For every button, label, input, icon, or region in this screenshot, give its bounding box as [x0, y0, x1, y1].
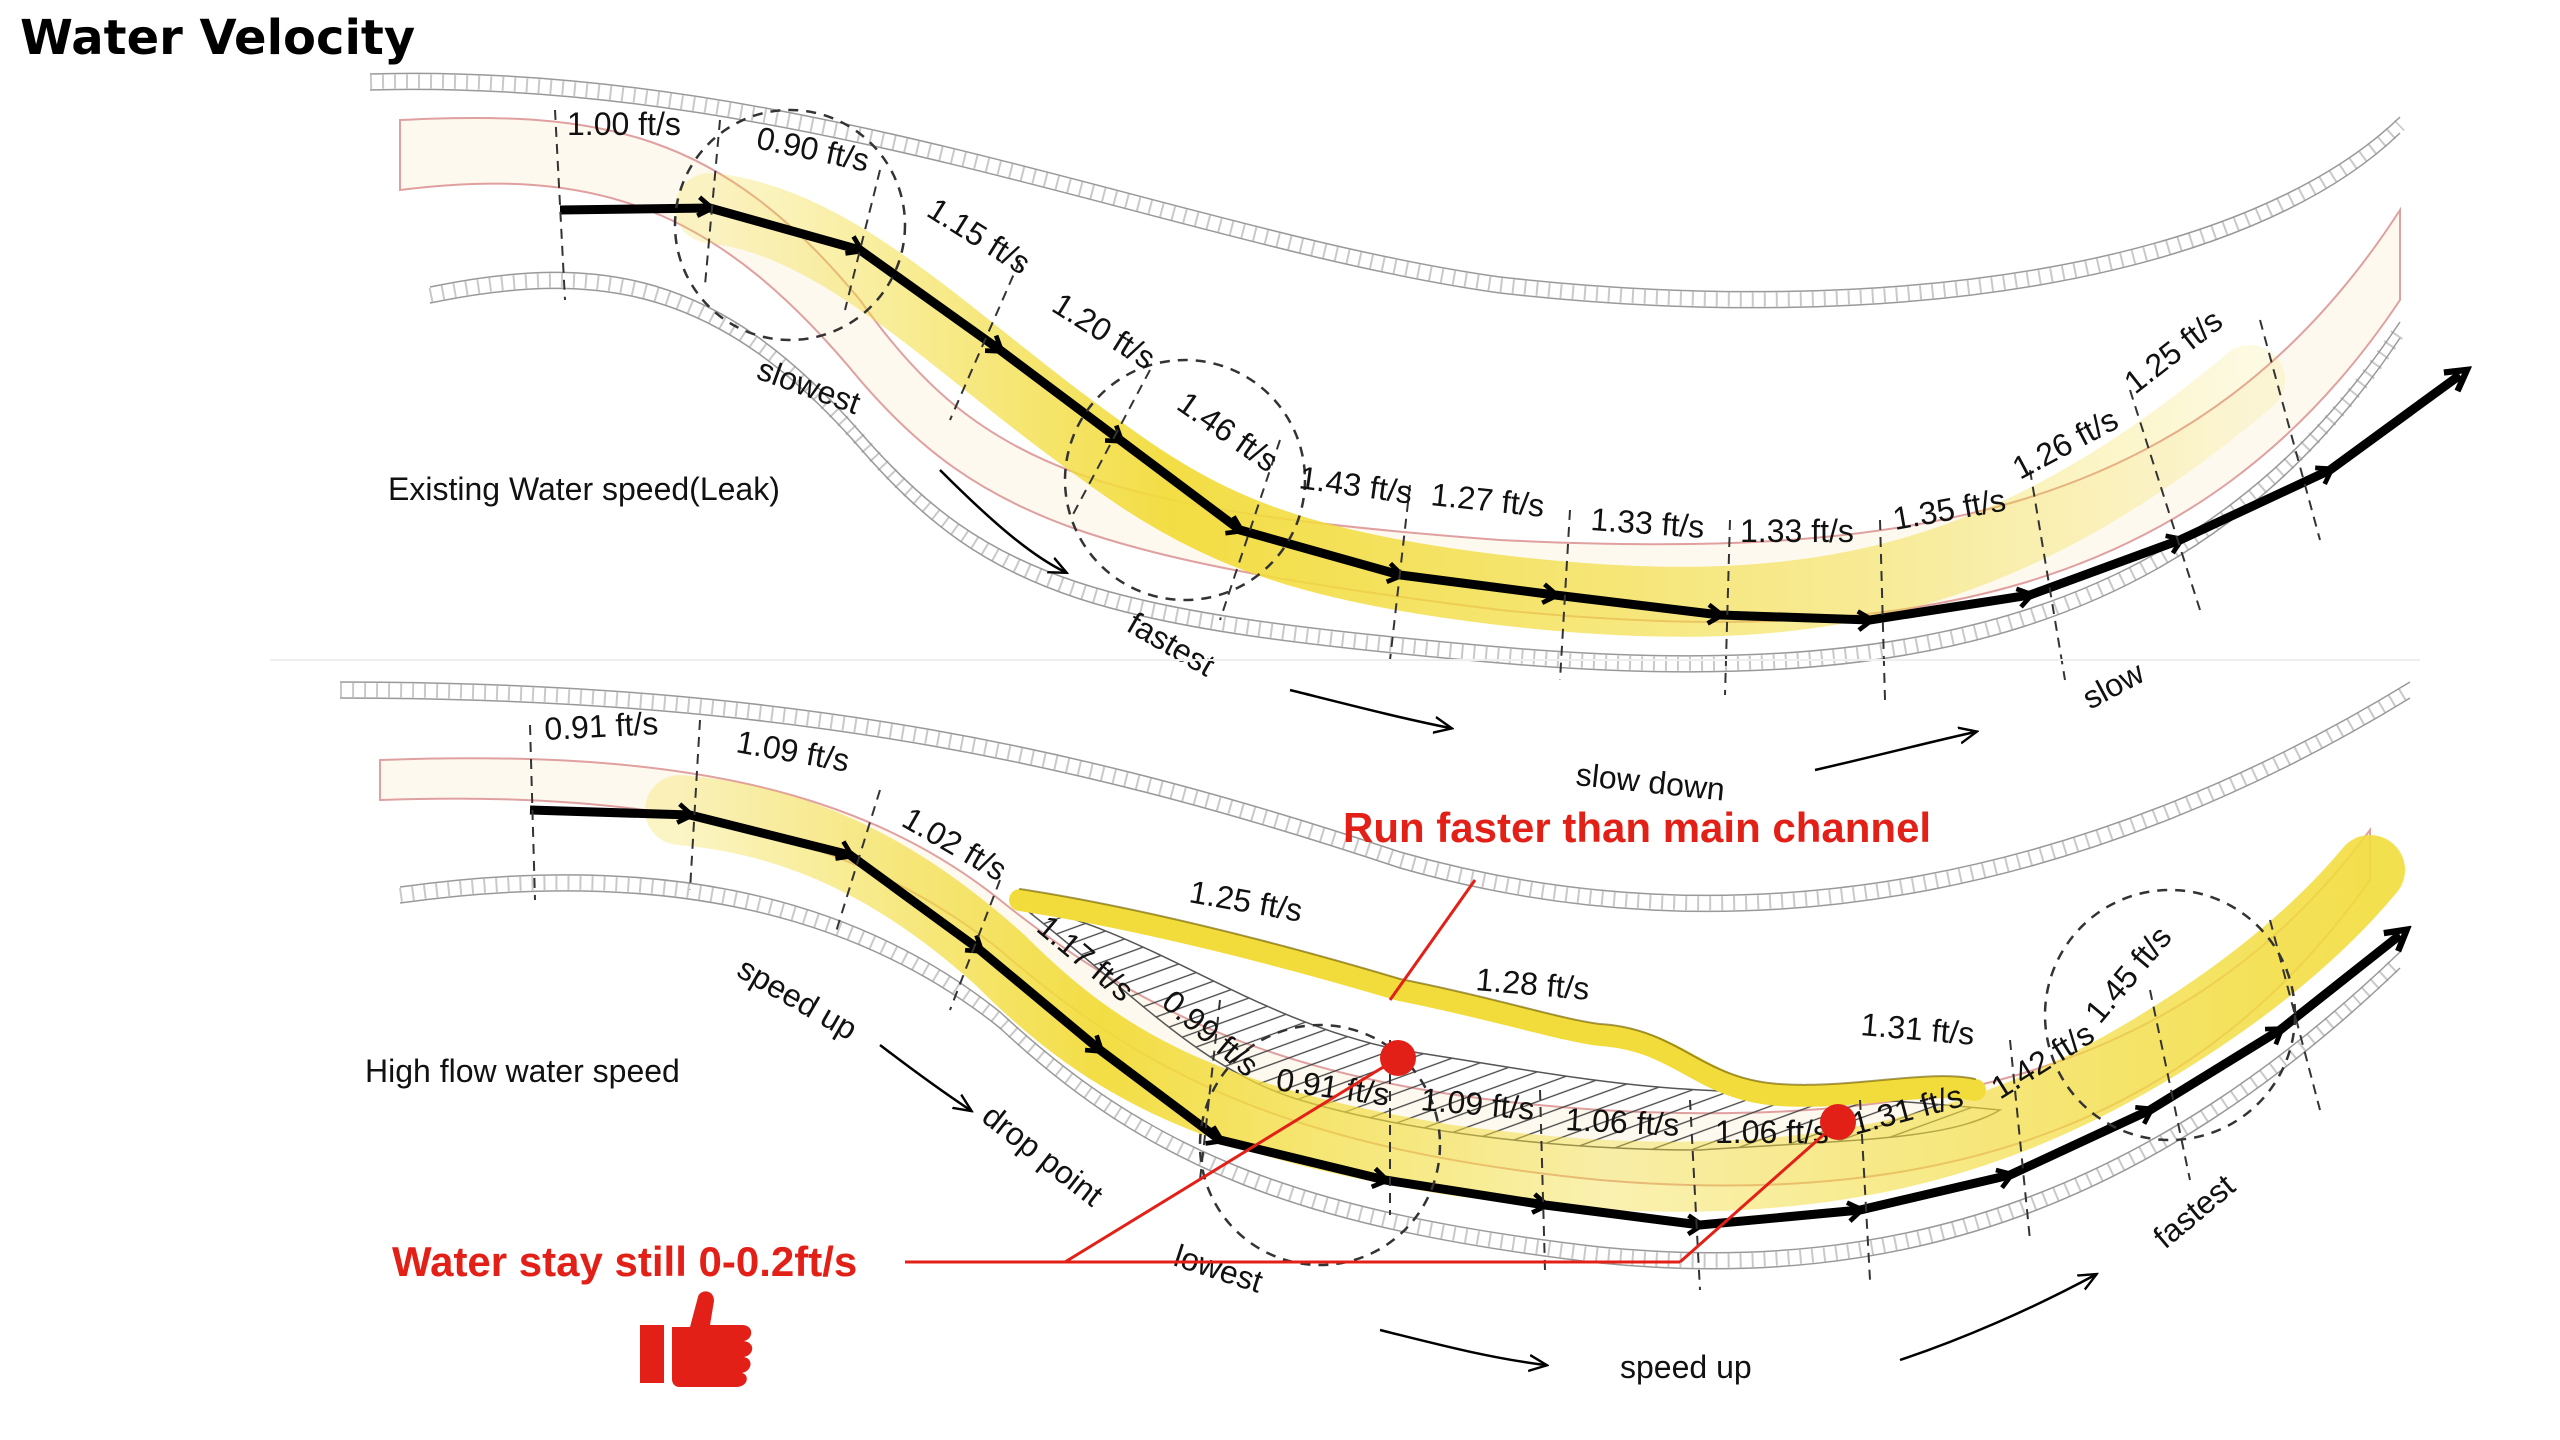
page-title: Water Velocity — [20, 10, 416, 66]
hatch-speed-label: 1.06 ft/s — [1565, 1101, 1681, 1143]
lowest-label: lowest — [1170, 1237, 1267, 1299]
side-speed-label: 1.31 ft/s — [1859, 1006, 1976, 1052]
faster-callout: Run faster than main channel — [1343, 804, 1931, 851]
top-direction-arrow — [939, 469, 1065, 572]
top-speed-label: 1.33 ft/s — [1590, 501, 1706, 545]
top-speed-label: 1.15 ft/s — [921, 190, 1037, 281]
still-leader — [1679, 1120, 1839, 1264]
thumbs-up-icon — [640, 1291, 753, 1387]
top-speed-label: 1.46 ft/s — [1171, 384, 1285, 479]
top-slowest-circle — [673, 108, 907, 342]
still-leader — [1064, 1056, 1399, 1264]
top-speed-label: 1.00 ft/s — [567, 106, 681, 142]
side-speed-label: 1.25 ft/s — [1187, 873, 1305, 928]
hatch-speed-label: 1.06 ft/s — [1715, 1114, 1829, 1150]
bottom-direction-arrow — [1899, 1275, 2095, 1362]
top-flow-arrow — [559, 208, 2460, 620]
top-panel: 1.00 ft/s 0.90 ft/s 1.15 ft/s 1.20 ft/s … — [369, 72, 2460, 808]
fastest-label: fastest — [2146, 1167, 2241, 1255]
top-section-lines — [554, 109, 2321, 701]
top-speed-label: 1.20 ft/s — [1046, 285, 1162, 376]
bottom-section-lines — [529, 719, 2321, 1291]
bottom-direction-arrow — [879, 1044, 970, 1110]
bottom-speed-label: 0.91 ft/s — [543, 705, 659, 747]
top-panel-label: Existing Water speed(Leak) — [388, 471, 780, 507]
faster-leader — [1388, 879, 1477, 1001]
slow-down-label: slow down — [1574, 756, 1726, 807]
top-speed-label: 0.90 ft/s — [754, 120, 873, 179]
drop-point-label: drop point — [976, 1097, 1110, 1213]
top-direction-arrow — [1814, 732, 1975, 772]
bottom-fastest-circle — [2043, 888, 2297, 1142]
speed-up-label: speed up — [1620, 1349, 1752, 1385]
bottom-direction-arrow — [1379, 1328, 1545, 1365]
top-speed-label: 1.27 ft/s — [1429, 476, 1546, 524]
top-direction-arrow — [1289, 688, 1450, 728]
still-callout: Water stay still 0-0.2ft/s — [392, 1238, 857, 1285]
bottom-panel-label: High flow water speed — [365, 1053, 680, 1089]
slow-label: slow — [2076, 654, 2150, 716]
fastest-label: fastest — [1122, 605, 1222, 683]
top-fastest-circle — [1063, 358, 1307, 602]
bottom-lowest-circle — [1198, 1023, 1442, 1267]
callouts: Run faster than main channel Water stay … — [392, 804, 1931, 1387]
top-speed-label: 1.33 ft/s — [1740, 513, 1854, 549]
bottom-flow-arrow — [529, 810, 2400, 1225]
bottom-panel: 0.91 ft/s 1.09 ft/s 1.02 ft/s 1.42 ft/s … — [339, 681, 2414, 1385]
bottom-speed-label: 1.09 ft/s — [734, 723, 852, 778]
speed-up-label: speed up — [732, 950, 864, 1047]
top-speed-label: 1.43 ft/s — [1297, 459, 1415, 510]
